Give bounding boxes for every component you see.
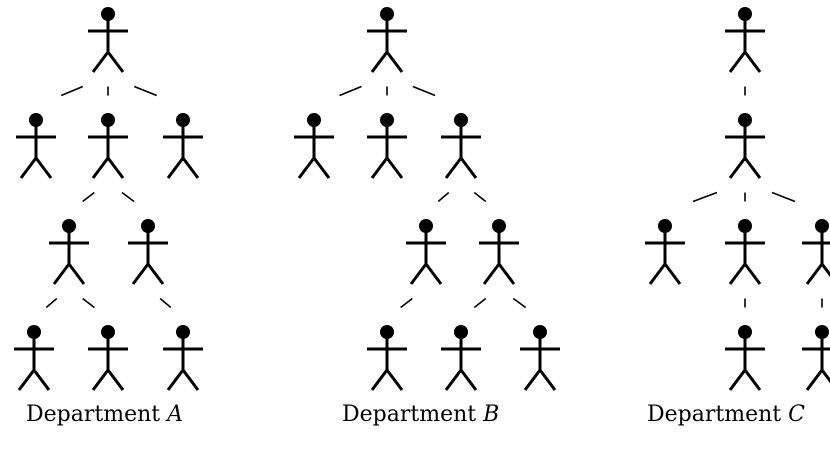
- department-b-caption: Department B: [342, 402, 499, 432]
- reporting-line: [121, 191, 135, 203]
- person-icon: [645, 219, 685, 285]
- person-icon: [88, 325, 128, 391]
- person-icon: [520, 325, 560, 391]
- person-icon: [479, 219, 519, 285]
- department-b-letter: B: [483, 402, 500, 427]
- reporting-line: [473, 191, 487, 203]
- person-icon: [88, 7, 128, 73]
- reporting-line: [133, 85, 158, 97]
- person-icon: [725, 113, 765, 179]
- person-icon: [725, 219, 765, 285]
- department-c-letter: C: [788, 402, 805, 427]
- person-icon: [406, 219, 446, 285]
- reporting-line: [400, 297, 413, 309]
- department-c-caption: Department C: [647, 402, 805, 432]
- person-icon: [128, 219, 168, 285]
- reporting-line: [473, 297, 487, 309]
- person-icon: [367, 325, 407, 391]
- reporting-line: [512, 297, 527, 309]
- reporting-line: [692, 191, 718, 203]
- person-icon: [14, 325, 54, 391]
- person-icon: [725, 325, 765, 391]
- department-a-label: Department: [26, 402, 161, 427]
- reporting-line: [159, 297, 172, 309]
- department-a-caption: Department A: [26, 402, 183, 432]
- person-icon: [725, 7, 765, 73]
- reporting-line: [412, 85, 436, 97]
- department-b-label: Department: [342, 402, 477, 427]
- person-icon: [163, 325, 203, 391]
- person-icon: [441, 113, 481, 179]
- reporting-line: [771, 191, 796, 203]
- person-icon: [16, 113, 56, 179]
- person-icon: [802, 219, 830, 285]
- person-icon: [88, 113, 128, 179]
- reporting-line: [82, 191, 95, 203]
- reporting-lines: [45, 85, 823, 309]
- reporting-line: [60, 85, 84, 97]
- employee-figures: [14, 7, 830, 391]
- person-icon: [367, 113, 407, 179]
- person-icon: [163, 113, 203, 179]
- person-icon: [367, 7, 407, 73]
- person-icon: [441, 325, 481, 391]
- reporting-line: [437, 191, 450, 203]
- department-a-letter: A: [167, 402, 183, 427]
- person-icon: [802, 325, 830, 391]
- person-icon: [49, 219, 89, 285]
- reporting-line: [82, 297, 95, 309]
- department-c-label: Department: [647, 402, 782, 427]
- person-icon: [294, 113, 334, 179]
- reporting-line: [339, 85, 362, 97]
- reporting-line: [45, 297, 58, 309]
